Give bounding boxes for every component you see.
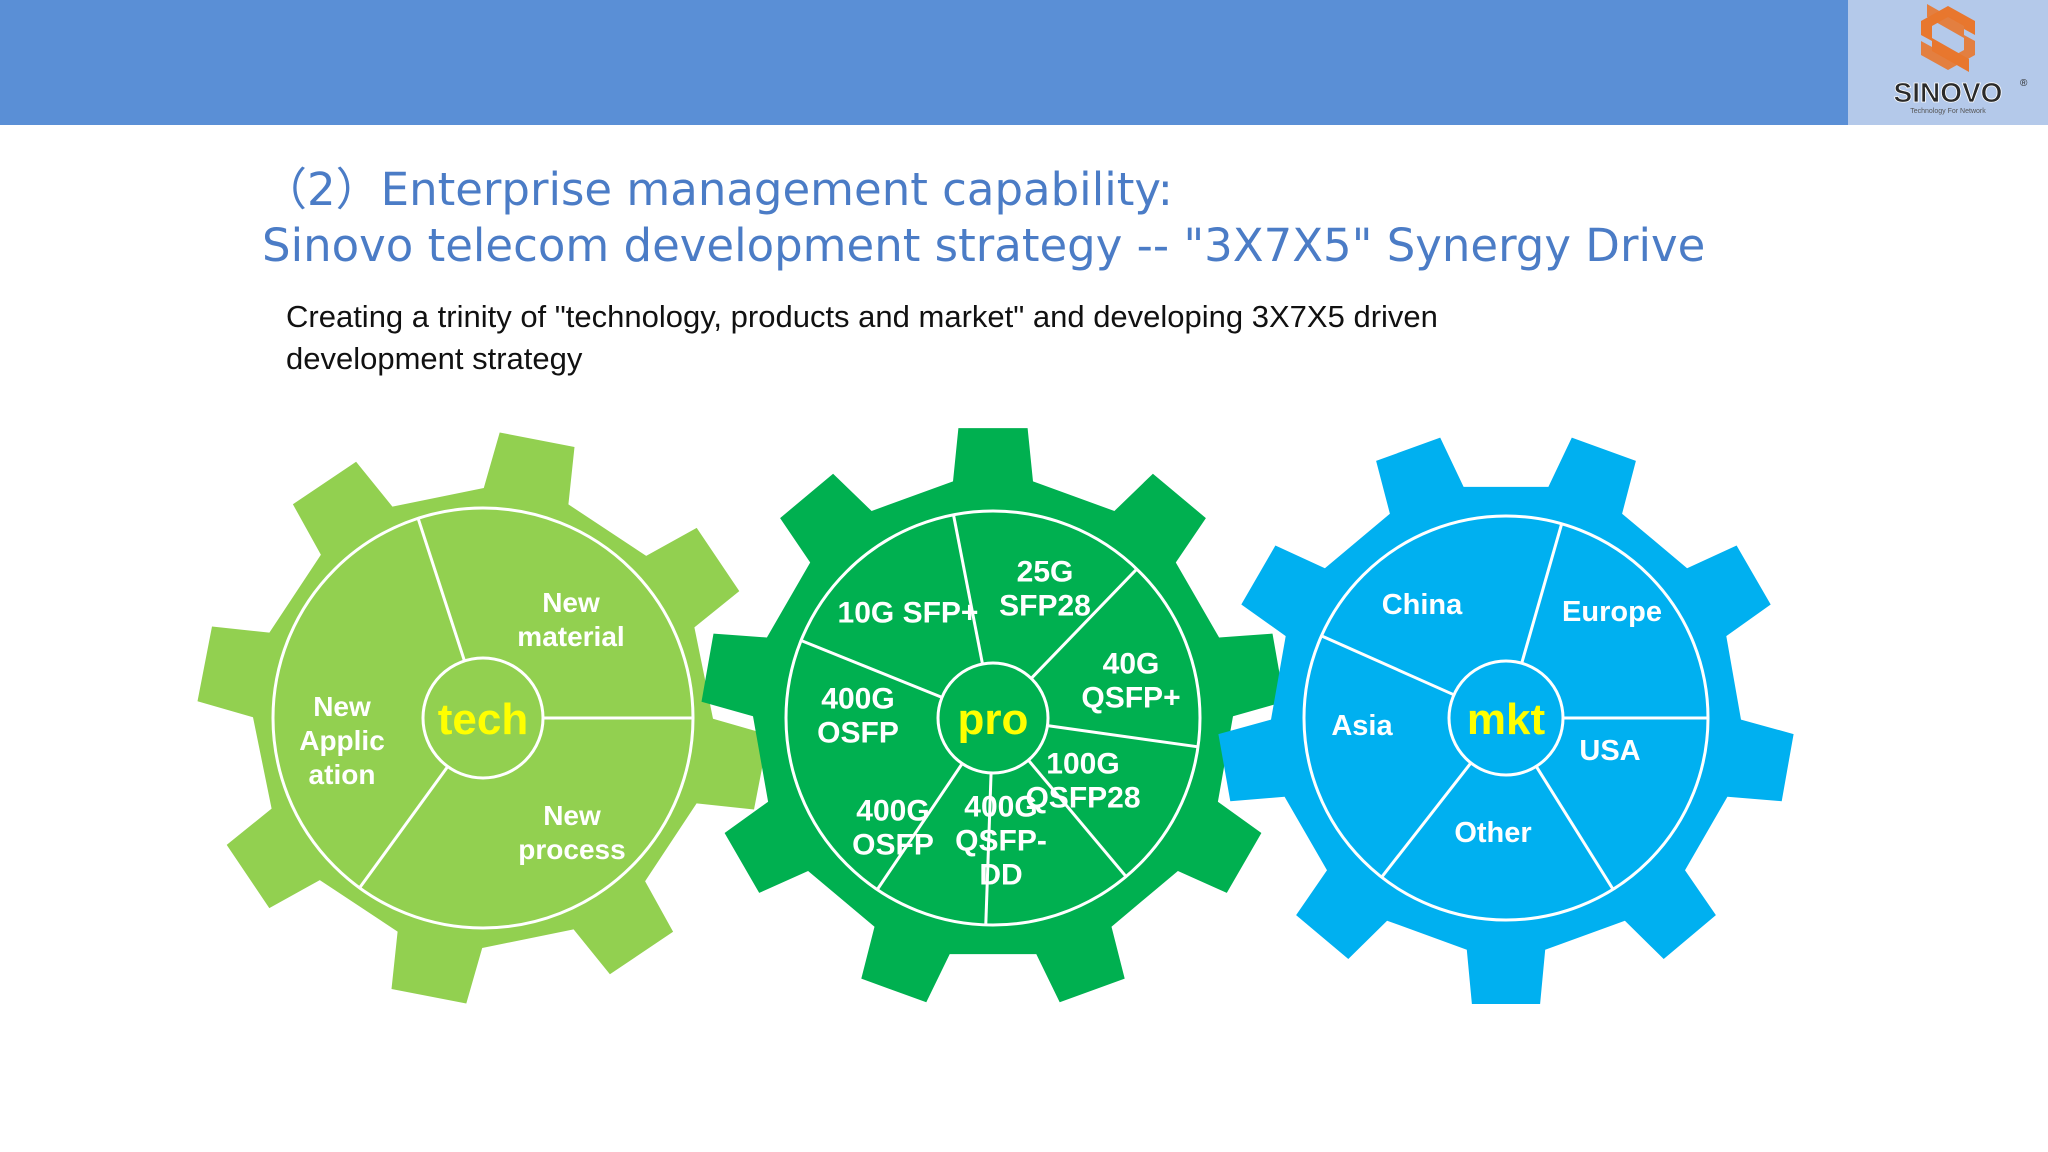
gear-mkt-divider-1 (1520, 523, 1564, 664)
logo-panel: SINOVO ® Technology For Network (1848, 0, 2048, 125)
gear-pro-divider-7 (800, 639, 943, 699)
gear-pro-divider-1 (952, 514, 984, 665)
gear-pro-center-label: pro (958, 695, 1029, 744)
page-title: （2）Enterprise management capability: Sin… (262, 162, 1705, 274)
logo-tagline: Technology For Network (1910, 108, 1986, 115)
gear-pro-ring (784, 509, 1202, 927)
gear-mkt-segment-label: China (1382, 589, 1463, 621)
title-line-2: Sinovo telecom development strategy -- "… (262, 219, 1706, 272)
header-bar (0, 0, 1848, 125)
gear-mkt-segment-label: USA (1579, 735, 1640, 767)
gear-pro-segment-label: 10G SFP+ (838, 597, 979, 630)
logo-trademark: ® (2020, 78, 2028, 89)
gear-tech-divider-1 (416, 517, 466, 662)
gear-pro-divider-6 (876, 762, 964, 891)
title-line-1: （2）Enterprise management capability: (262, 163, 1173, 216)
gear-pro-divider-4 (1027, 759, 1128, 878)
gear-mkt-center-label: mkt (1467, 695, 1546, 744)
gear-pro-divider-2 (1030, 568, 1138, 680)
gear-mkt-segment-label: Asia (1331, 710, 1393, 742)
gear-tech-divider-3 (358, 765, 449, 889)
gear-mkt-divider-4 (1380, 761, 1473, 879)
gear-tech-center-label: tech (438, 695, 528, 744)
sinovo-s-logo-icon (1921, 4, 1975, 72)
subtitle-line-1: Creating a trinity of "technology, produ… (286, 299, 1438, 334)
gear-mkt-segment-label: Other (1454, 817, 1531, 849)
gear-mkt-segment-label: Europe (1562, 596, 1662, 628)
gear-mkt-hub (1447, 659, 1565, 777)
logo-wordmark: SINOVO (1894, 77, 2003, 108)
gear-pro-divider-3 (1047, 724, 1199, 749)
gear-tech-hub (421, 656, 545, 780)
subtitle-line-2: development strategy (286, 341, 583, 376)
gear-mkt-divider-5 (1320, 634, 1455, 697)
gear-pro-hub (936, 661, 1050, 775)
page-subtitle: Creating a trinity of "technology, produ… (286, 296, 1686, 380)
gear-mkt-divider-3 (1534, 765, 1615, 891)
gear-pro-divider-5 (984, 772, 993, 925)
